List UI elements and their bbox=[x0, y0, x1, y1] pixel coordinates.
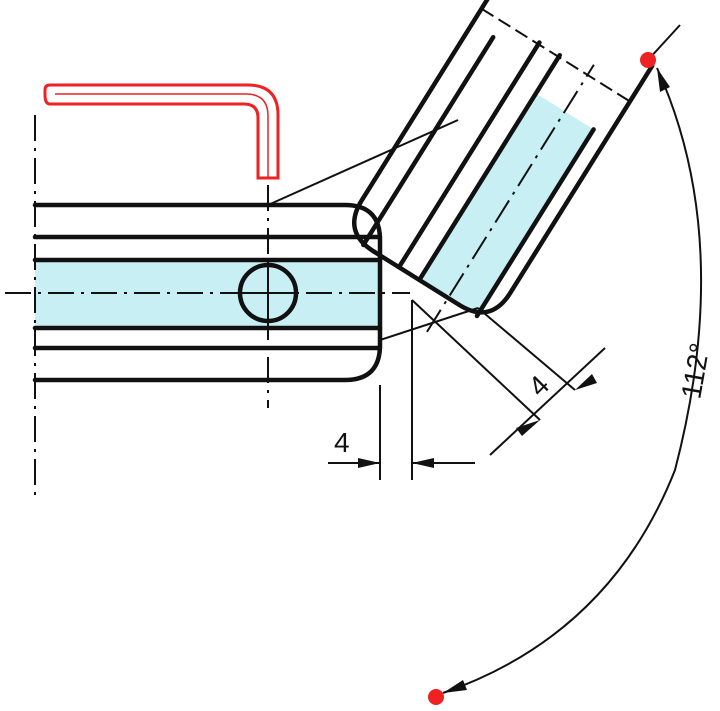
red-dot-icon bbox=[640, 52, 656, 68]
horizontal-gap-dimension bbox=[328, 300, 475, 480]
circle-crosshair-icon bbox=[237, 262, 299, 324]
gap-arrow-right bbox=[412, 458, 434, 468]
rotated-arrow-lower bbox=[516, 420, 540, 436]
rotated-profile bbox=[352, 0, 655, 333]
rotated-profile-outline bbox=[352, 0, 655, 315]
upper-connection-line bbox=[267, 119, 459, 206]
rotated-profile-line-3 bbox=[474, 127, 596, 319]
rotated-profile-line-1 bbox=[417, 52, 563, 283]
rotated-axis-line bbox=[426, 64, 595, 333]
horizontal-gap-label: 4 bbox=[334, 427, 350, 458]
rotated-gap-label: 4 bbox=[522, 369, 555, 402]
red-dot-icon bbox=[428, 689, 444, 705]
rotated-profile-end-cap bbox=[371, 249, 462, 308]
rotated-end-line bbox=[480, 7, 631, 103]
connection-lines bbox=[267, 119, 541, 421]
angle-label: 112° bbox=[675, 341, 715, 401]
angle-arrow-top bbox=[657, 68, 670, 92]
lower-connection-line bbox=[379, 307, 479, 341]
rotated-dimension-line bbox=[489, 347, 606, 456]
rotated-arrow-upper bbox=[575, 374, 597, 390]
rotated-profile-line-2 bbox=[396, 40, 542, 270]
rotated-gap-dimension bbox=[477, 307, 606, 456]
allen-key-inner-line bbox=[55, 93, 269, 178]
angle-arc bbox=[442, 67, 703, 694]
rotated-profile-line-4 bbox=[361, 34, 496, 248]
angle-arrow-bottom bbox=[443, 680, 467, 693]
gap-arrow-left bbox=[358, 458, 380, 468]
allen-key-icon bbox=[43, 83, 280, 180]
rotated-extension-line bbox=[477, 307, 576, 391]
extension-line-slant bbox=[411, 299, 541, 421]
